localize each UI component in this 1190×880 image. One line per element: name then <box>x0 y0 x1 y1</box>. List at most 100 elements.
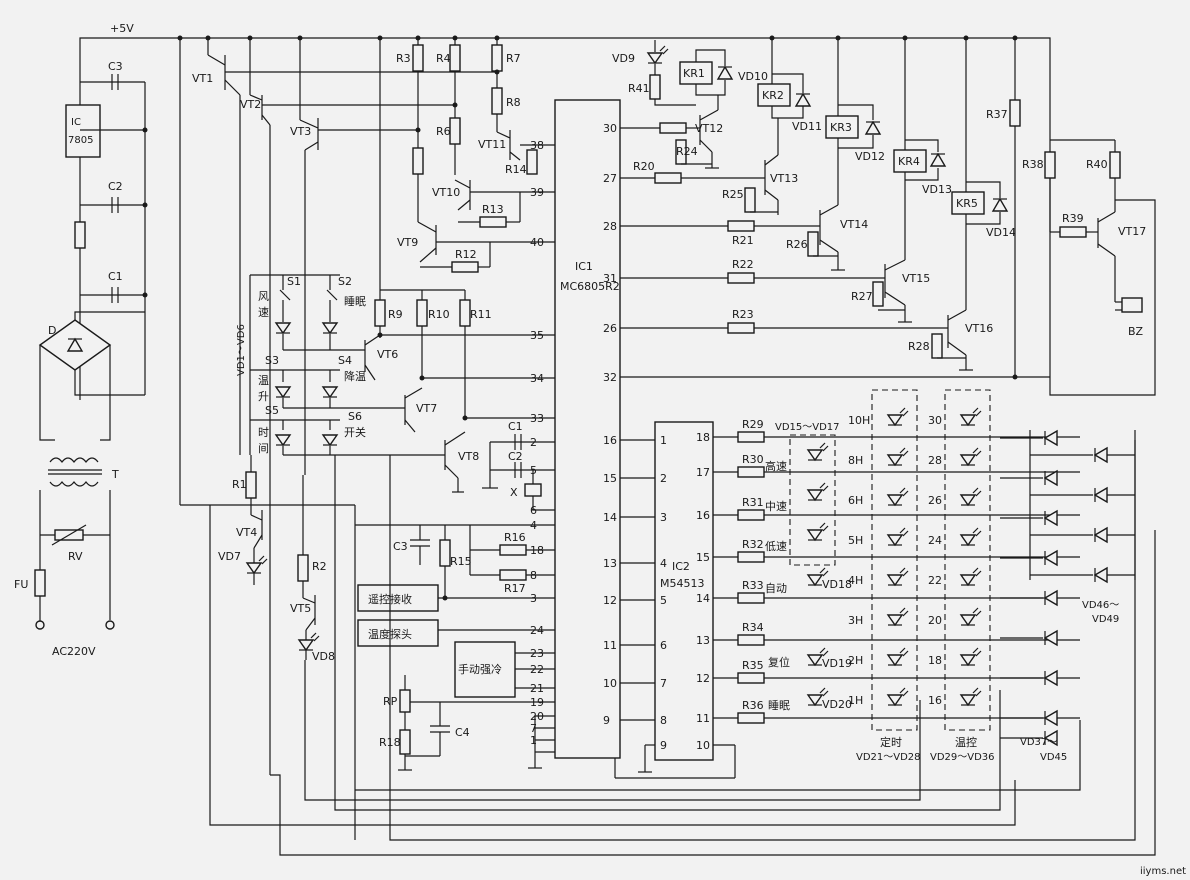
status-led <box>807 522 829 541</box>
ic2-pin-12: 12 <box>696 672 710 685</box>
ic1-pin-13: 13 <box>603 557 617 570</box>
resistor-r34 <box>737 634 765 646</box>
timer-label-1: 8H <box>848 454 863 467</box>
vt13-label: VT13 <box>770 172 798 185</box>
vd15-17-label: VD15～VD17 <box>775 422 840 433</box>
r23 <box>727 322 755 334</box>
r18 <box>399 729 411 755</box>
r35-label: R35 <box>742 659 764 672</box>
manual-cool-label: 手动强冷 <box>458 662 502 676</box>
timer-led <box>887 607 909 626</box>
cap-c4-label: C4 <box>455 726 470 739</box>
vd37-45-label-1: VD37～ <box>1020 737 1057 748</box>
ic1-pin-7: 7 <box>530 722 537 735</box>
temp-label-5: 20 <box>928 614 942 627</box>
resistor-r33 <box>737 592 765 604</box>
timer-led <box>887 447 909 466</box>
r37-label: R37 <box>986 108 1008 121</box>
r16-label: R16 <box>504 531 526 544</box>
vt7-label: VT7 <box>416 402 437 415</box>
resistor-r29 <box>737 431 765 443</box>
timer-label-5: 3H <box>848 614 863 627</box>
vt14-label: VT14 <box>840 218 868 231</box>
ic1-pin-26: 26 <box>603 322 617 335</box>
return-buses <box>209 440 1156 856</box>
key-switches: S1 S2 风 速 睡眠 VD1～VD6 S3 S4 温 升 降温 S5 S6 … <box>236 274 445 456</box>
r28 <box>931 333 943 359</box>
vd9-label: VD9 <box>612 52 635 65</box>
r39-label: R39 <box>1062 212 1084 225</box>
vcc-label: +5V <box>110 22 134 35</box>
column-diode <box>1094 447 1108 463</box>
vd14-label: VD14 <box>986 226 1016 239</box>
temp-label-4: 22 <box>928 574 942 587</box>
s3-label: S3 <box>265 354 279 367</box>
ic2-pin-15: 15 <box>696 551 710 564</box>
vt12-label: VT12 <box>695 122 723 135</box>
timer-title: 定时 <box>880 735 902 749</box>
column-diode <box>1094 567 1108 583</box>
s4-label: S4 <box>338 354 352 367</box>
vd37-45-label-2: VD45 <box>1040 752 1067 763</box>
r3 <box>412 44 424 72</box>
timer-led <box>887 567 909 586</box>
r29-label: R29 <box>742 418 764 431</box>
ic1-pin-32: 32 <box>603 371 617 384</box>
temp-led <box>960 607 982 626</box>
r13-label: R13 <box>482 203 504 216</box>
relay-drivers: VT12 R24 KR1 VD10 VD9 R41 R20 VT13 R25 K… <box>612 38 1021 377</box>
vt11-label: VT11 <box>478 138 506 151</box>
ac-label: AC220V <box>52 645 96 658</box>
ic1-pin-39: 39 <box>530 186 544 199</box>
led-high-label: 高速 <box>765 459 787 473</box>
ic2-pin-6: 6 <box>660 639 667 652</box>
output-diode <box>1044 670 1058 686</box>
r33-label: R33 <box>742 579 764 592</box>
r-pin30 <box>659 122 687 134</box>
temp-led <box>960 527 982 546</box>
relay-kr3 <box>825 115 859 139</box>
r6-label: R6 <box>436 125 451 138</box>
r13 <box>479 216 507 228</box>
r41 <box>649 74 661 100</box>
vd46-49-label-1: VD46～ <box>1082 600 1119 611</box>
ic1-pin-10: 10 <box>603 677 617 690</box>
ic2-pin-10: 10 <box>696 739 710 752</box>
power-rail <box>79 35 1156 840</box>
r9 <box>374 299 386 327</box>
kr5-label: KR5 <box>956 197 978 210</box>
ic2-pin-13: 13 <box>696 634 710 647</box>
r4 <box>449 44 461 72</box>
r9-label: R9 <box>388 308 403 321</box>
r7 <box>491 44 503 72</box>
ic1-pin-34: 34 <box>530 372 544 385</box>
time-label-1: 时 <box>258 426 269 439</box>
wind-label-1: 风 <box>258 290 269 303</box>
r41-label: R41 <box>628 82 650 95</box>
r39 <box>1059 226 1087 238</box>
r11-label: R11 <box>470 308 492 321</box>
timer-led <box>887 407 909 426</box>
r17 <box>499 569 527 581</box>
kr4-label: KR4 <box>898 155 920 168</box>
output-diode <box>1044 470 1058 486</box>
led-mid-label: 中速 <box>765 500 787 513</box>
ic1-pin-9: 9 <box>603 714 610 727</box>
ic1-model: MC6805R2 <box>560 280 620 293</box>
temp-led <box>960 687 982 706</box>
r15 <box>439 539 451 567</box>
r37 <box>1009 99 1021 127</box>
led-reset-label: 复位 <box>768 655 790 669</box>
timer-led <box>887 527 909 546</box>
r24-label: R24 <box>676 145 698 158</box>
vd12-label: VD12 <box>855 150 885 163</box>
r40-label: R40 <box>1086 158 1108 171</box>
ic1-pin-40: 40 <box>530 236 544 249</box>
heat-label-2: 升 <box>258 390 269 403</box>
led-auto-label: 自动 <box>765 582 787 595</box>
ic1-pin-16: 16 <box>603 434 617 447</box>
vd1-6-label: VD1～VD6 <box>236 324 247 376</box>
ic2-model: M54513 <box>660 577 704 590</box>
timer-label-2: 6H <box>848 494 863 507</box>
